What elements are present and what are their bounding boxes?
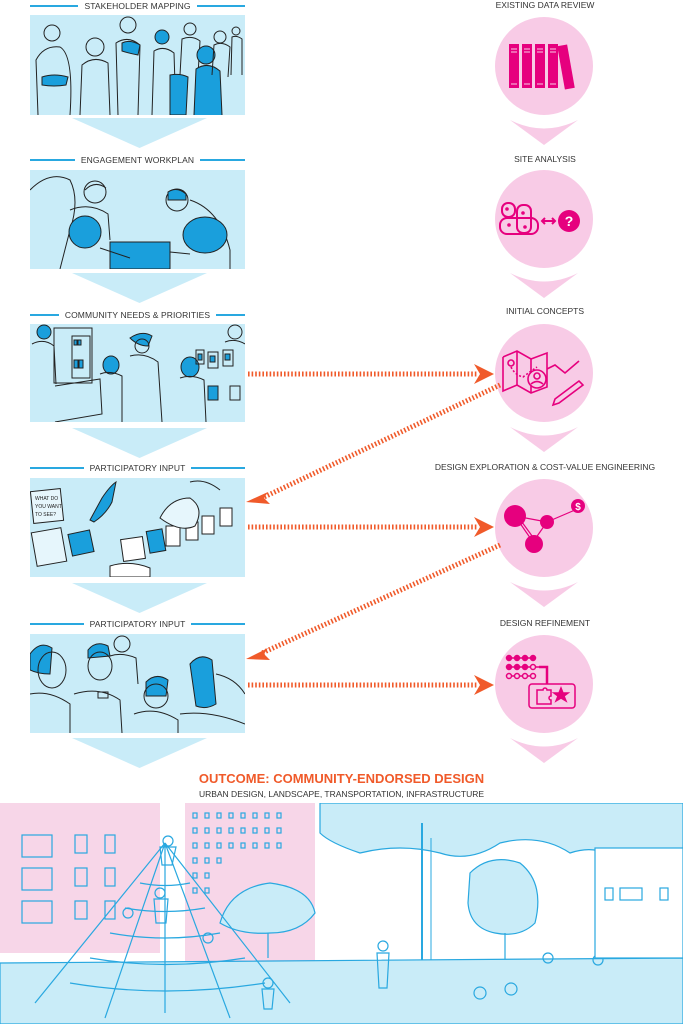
map-concept-icon [502, 350, 585, 407]
tree-canopy-middle [467, 859, 539, 935]
svg-text:YOU WANT: YOU WANT [35, 504, 62, 510]
crowd-figures [35, 16, 243, 115]
participatory-input-residents-illustration [30, 634, 245, 733]
dollar-icon [571, 499, 585, 513]
pin-title-existing-data-review: EXISTING DATA REVIEW [495, 0, 595, 10]
outcome-subtitle: URBAN DESIGN, LANDSCAPE, TRANSPORTATION,… [198, 789, 485, 799]
title-rule [30, 314, 59, 316]
title-rule [30, 467, 84, 469]
site-analysis-icon [499, 202, 557, 235]
title-rule [200, 159, 245, 161]
connector-exploration-to-input2 [260, 542, 502, 656]
down-arrow-1 [72, 118, 207, 148]
svg-text:?: ? [565, 213, 574, 229]
outcome-title: OUTCOME: COMMUNITY-ENDORSED DESIGN [198, 771, 485, 786]
arrowhead-right-1 [474, 364, 494, 384]
participatory-input-sticky-notes-illustration: WHAT DO YOU WANT TO SEE? [30, 478, 245, 577]
title-rule [30, 623, 84, 625]
building-right [594, 847, 683, 959]
stage-title-stakeholder-mapping: STAKEHOLDER MAPPING [30, 0, 245, 12]
pin-title-initial-concepts: INITIAL CONCEPTS [505, 306, 585, 316]
stage-label: STAKEHOLDER MAPPING [84, 1, 191, 11]
stage-title-participatory-input-2: PARTICIPATORY INPUT [30, 618, 245, 630]
title-rule [196, 5, 245, 7]
pin-existing-data-review [495, 17, 593, 145]
down-arrow-4 [72, 583, 207, 613]
network-cost-icon: $ [504, 499, 585, 553]
stage-label: COMMUNITY NEEDS & PRIORITIES [64, 310, 211, 320]
pin-initial-concepts [495, 324, 593, 452]
down-arrow-2 [72, 273, 207, 303]
pin-site-analysis: ? [495, 170, 593, 298]
title-rule [191, 623, 245, 625]
svg-text:WHAT DO: WHAT DO [35, 496, 58, 502]
stage-label: ENGAGEMENT WORKPLAN [80, 155, 195, 165]
down-arrow-5 [72, 738, 207, 768]
stage-label: PARTICIPATORY INPUT [89, 463, 186, 473]
tree-canopy-small [219, 882, 316, 934]
svg-text:$: $ [575, 502, 581, 513]
stage-title-participatory-input-1: PARTICIPATORY INPUT [30, 462, 245, 474]
arrowhead-right-3 [474, 675, 494, 695]
svg-text:TO SEE?: TO SEE? [35, 512, 56, 518]
pin-title-design-refinement: DESIGN REFINEMENT [499, 618, 591, 628]
title-rule [216, 314, 245, 316]
arrowhead-left-2 [246, 648, 270, 660]
pin-design-refinement [495, 635, 593, 763]
title-rule [30, 159, 75, 161]
arrowhead-right-2 [474, 517, 494, 537]
connector-concepts-to-input1 [260, 382, 502, 501]
building-left [0, 803, 160, 953]
binders-icon [509, 44, 575, 90]
down-arrow-3 [72, 428, 207, 458]
pin-design-exploration: $ [495, 479, 593, 607]
community-needs-illustration [30, 324, 245, 422]
park-visitors [122, 835, 604, 1010]
pin-title-site-analysis: SITE ANALYSIS [514, 154, 576, 164]
question-icon [558, 210, 580, 232]
engagement-workplan-illustration [30, 170, 245, 269]
pin-title-design-exploration: DESIGN EXPLORATION & COST-VALUE ENGINEER… [434, 462, 656, 472]
stage-label: PARTICIPATORY INPUT [89, 619, 186, 629]
title-rule [30, 5, 79, 7]
puzzle-refinement-icon [505, 654, 576, 709]
stage-title-engagement-workplan: ENGAGEMENT WORKPLAN [30, 154, 245, 166]
building-windows [21, 812, 282, 924]
outcome-park-illustration [0, 803, 683, 1024]
arrowhead-left-1 [246, 492, 270, 504]
title-rule [191, 467, 245, 469]
stage-title-community-needs: COMMUNITY NEEDS & PRIORITIES [30, 309, 245, 321]
ground-plaza [0, 957, 683, 1024]
feedback-arrows [246, 364, 502, 695]
stakeholder-mapping-illustration [30, 15, 245, 115]
climbing-net [34, 842, 291, 1019]
